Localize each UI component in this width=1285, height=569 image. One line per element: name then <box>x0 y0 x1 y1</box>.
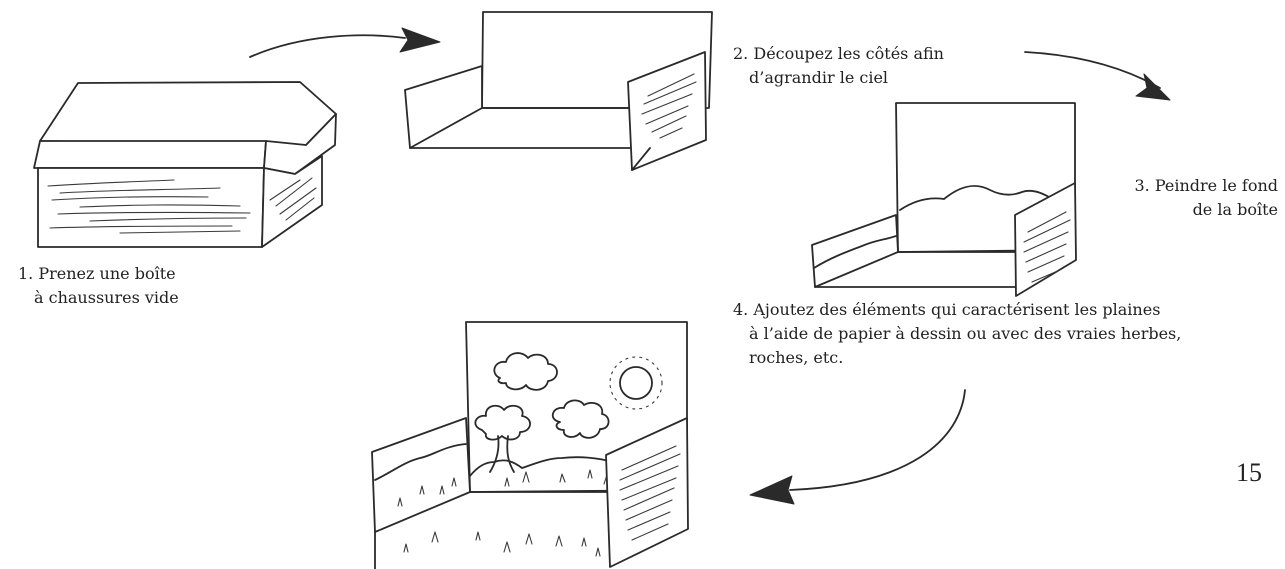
tree-icon <box>474 404 531 473</box>
step-2-caption: 2. Découpez les côtés afin d’agrandir le… <box>733 42 944 90</box>
sun-icon <box>619 366 653 400</box>
shoebox-cut-drawing <box>404 11 713 171</box>
step-2-line-2: d’agrandir le ciel <box>749 68 889 87</box>
step-2-line-1: 2. Découpez les côtés afin <box>733 44 944 63</box>
arrow-step3-to-step4 <box>749 389 966 505</box>
step-1-caption: 1. Prenez une boîte à chaussures vide <box>18 262 179 310</box>
page-number: 15 <box>1236 458 1262 487</box>
shoebox-closed-drawing <box>33 81 337 248</box>
arrow-step1-to-step2 <box>249 27 441 58</box>
step-4-line-1: 4. Ajoutez des éléments qui caractérisen… <box>733 300 1161 319</box>
arrow-step2-to-step3 <box>1024 51 1171 101</box>
cloud-icon <box>551 399 610 439</box>
step-1-line-1: 1. Prenez une boîte <box>18 264 176 283</box>
step-4-caption: 4. Ajoutez des éléments qui caractérisen… <box>733 298 1181 370</box>
sun-rays-icon <box>609 356 663 410</box>
step-3-line-1: 3. Peindre le fond <box>1134 176 1278 195</box>
step-3-line-2: de la boîte <box>1192 200 1278 219</box>
step-4-line-3: roches, etc. <box>749 348 844 367</box>
step-4-line-2: à l’aide de papier à dessin ou avec des … <box>749 324 1182 343</box>
step-3-caption: 3. Peindre le fond de la boîte <box>1100 174 1278 222</box>
cloud-icon <box>493 352 558 391</box>
step-1-line-2: à chaussures vide <box>34 288 179 307</box>
finished-diorama-drawing <box>371 321 689 569</box>
painted-box-drawing <box>811 102 1077 297</box>
